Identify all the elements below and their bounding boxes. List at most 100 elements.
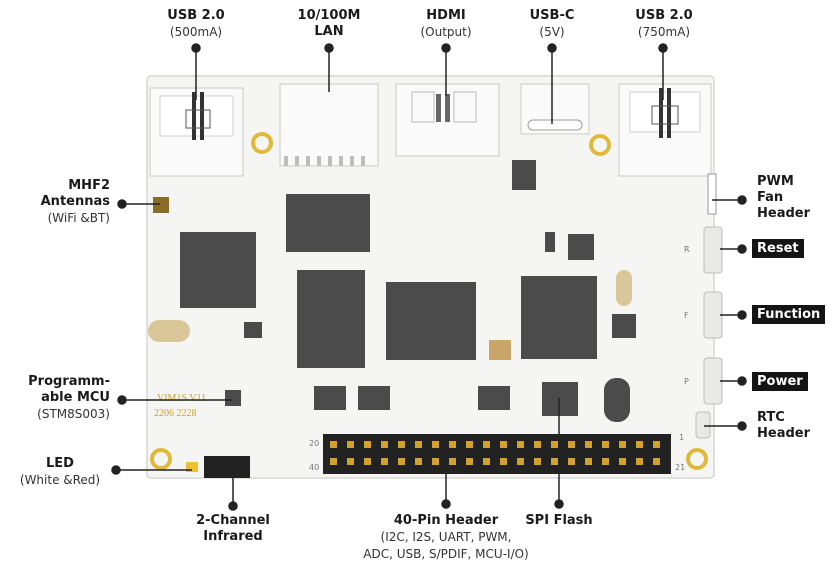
header-pin	[534, 458, 541, 465]
label-mcu-sub: (STM8S003)	[37, 407, 110, 421]
label-mhf2-title2: Antennas	[40, 194, 110, 209]
label-usb-left-sub: (500mA)	[169, 25, 223, 39]
header-pin	[364, 441, 371, 448]
header-pin	[653, 441, 660, 448]
label-led: LED (White &Red)	[20, 456, 100, 489]
usb-right-port	[618, 83, 712, 177]
label-hdmi: HDMI (Output)	[420, 8, 471, 41]
hdmi-port	[395, 83, 500, 157]
header-pin	[534, 441, 541, 448]
header-pin	[415, 458, 422, 465]
header-pin	[551, 441, 558, 448]
lan-port	[279, 83, 379, 167]
label-mcu: Programm- able MCU (STM8S003)	[28, 374, 110, 423]
label-usb-left: USB 2.0 (500mA)	[167, 8, 224, 41]
header-pin	[364, 458, 371, 465]
header-pin	[653, 458, 660, 465]
label-pwm-title1: PWM	[757, 174, 794, 189]
header-pin	[330, 441, 337, 448]
label-usbc-title: USB-C	[529, 8, 575, 23]
label-lan-title2: LAN	[314, 24, 344, 39]
header-pin	[415, 441, 422, 448]
label-usb-right-title: USB 2.0	[635, 8, 693, 23]
header-pin	[619, 458, 626, 465]
usbc-port	[520, 83, 590, 135]
header-pin	[347, 441, 354, 448]
label-usbc: USB-C (5V)	[530, 8, 575, 41]
header-pin	[636, 441, 643, 448]
label-usbc-sub: (5V)	[539, 25, 565, 39]
header-pin	[381, 441, 388, 448]
label-led-sub: (White &Red)	[19, 473, 101, 487]
header-pin	[585, 458, 592, 465]
label-pwm-title3: Header	[757, 206, 811, 221]
label-header40-sub1: (I2C, I2S, UART, PWM,	[380, 530, 512, 544]
header-pin	[500, 441, 507, 448]
silk-pin1: 1	[679, 433, 684, 442]
label-rtc-title1: RTC	[757, 410, 785, 425]
usb-left-port	[149, 87, 244, 177]
header-pin	[568, 458, 575, 465]
label-usb-right-sub: (750mA)	[637, 25, 691, 39]
header-pin	[602, 441, 609, 448]
header-pin	[585, 441, 592, 448]
label-lan-title1: 10/100M	[297, 8, 361, 23]
label-header40-sub2: ADC, USB, S/PDIF, MCU-I/O)	[363, 547, 529, 561]
label-pwm: PWM Fan Header	[757, 174, 810, 222]
header-pin	[381, 458, 388, 465]
header-pin	[568, 441, 575, 448]
header-pin	[483, 458, 490, 465]
pin-dots	[330, 441, 660, 465]
label-ir: 2-Channel Infrared	[196, 513, 270, 545]
header-pin	[432, 441, 439, 448]
label-ir-title1: 2-Channel	[196, 513, 270, 528]
header-pin	[466, 441, 473, 448]
silk-pin40: 40	[309, 463, 319, 472]
label-ir-title2: Infrared	[203, 529, 263, 544]
header-pin	[551, 458, 558, 465]
label-spi: SPI Flash	[525, 513, 592, 529]
header-pin	[398, 441, 405, 448]
leader-lines	[111, 43, 747, 511]
misc-parts	[148, 173, 717, 478]
header-pin	[449, 441, 456, 448]
silk-btn-r: R	[684, 245, 690, 254]
label-function: Function	[752, 305, 826, 324]
header-pin	[636, 458, 643, 465]
header-pin	[449, 458, 456, 465]
label-led-title: LED	[46, 456, 74, 471]
label-mhf2-sub: (WiFi &BT)	[47, 211, 110, 225]
chips	[180, 160, 636, 422]
label-usb-left-title: USB 2.0	[167, 8, 225, 23]
silk-pin20: 20	[309, 439, 319, 448]
label-mhf2: MHF2 Antennas (WiFi &BT)	[41, 178, 110, 227]
label-power: Power	[752, 372, 808, 391]
silk-date: 2206 2228	[154, 408, 197, 419]
header-pin	[432, 458, 439, 465]
header-pin	[517, 458, 524, 465]
label-header40: 40-Pin Header (I2C, I2S, UART, PWM, ADC,…	[363, 513, 528, 563]
header-pin	[500, 458, 507, 465]
header-pin	[398, 458, 405, 465]
pin-header	[323, 434, 671, 474]
silk-pin21: 21	[675, 463, 685, 472]
label-usb-right: USB 2.0 (750mA)	[635, 8, 692, 41]
label-rtc: RTC Header	[757, 410, 810, 442]
silk-btn-f: F	[684, 311, 689, 320]
label-pwm-title2: Fan	[757, 190, 784, 205]
label-spi-title: SPI Flash	[525, 513, 593, 528]
silk-btn-p: P	[684, 377, 689, 386]
silk-model: VIM1S V11	[157, 393, 206, 404]
label-reset: Reset	[752, 239, 804, 258]
label-mcu-title2: able MCU	[41, 390, 110, 405]
label-rtc-title2: Header	[757, 426, 811, 441]
header-pin	[517, 441, 524, 448]
label-header40-title: 40-Pin Header	[393, 513, 499, 528]
header-pin	[466, 458, 473, 465]
pcb-board	[146, 75, 715, 479]
header-pin	[602, 458, 609, 465]
header-pin	[330, 458, 337, 465]
side-buttons	[695, 226, 723, 439]
